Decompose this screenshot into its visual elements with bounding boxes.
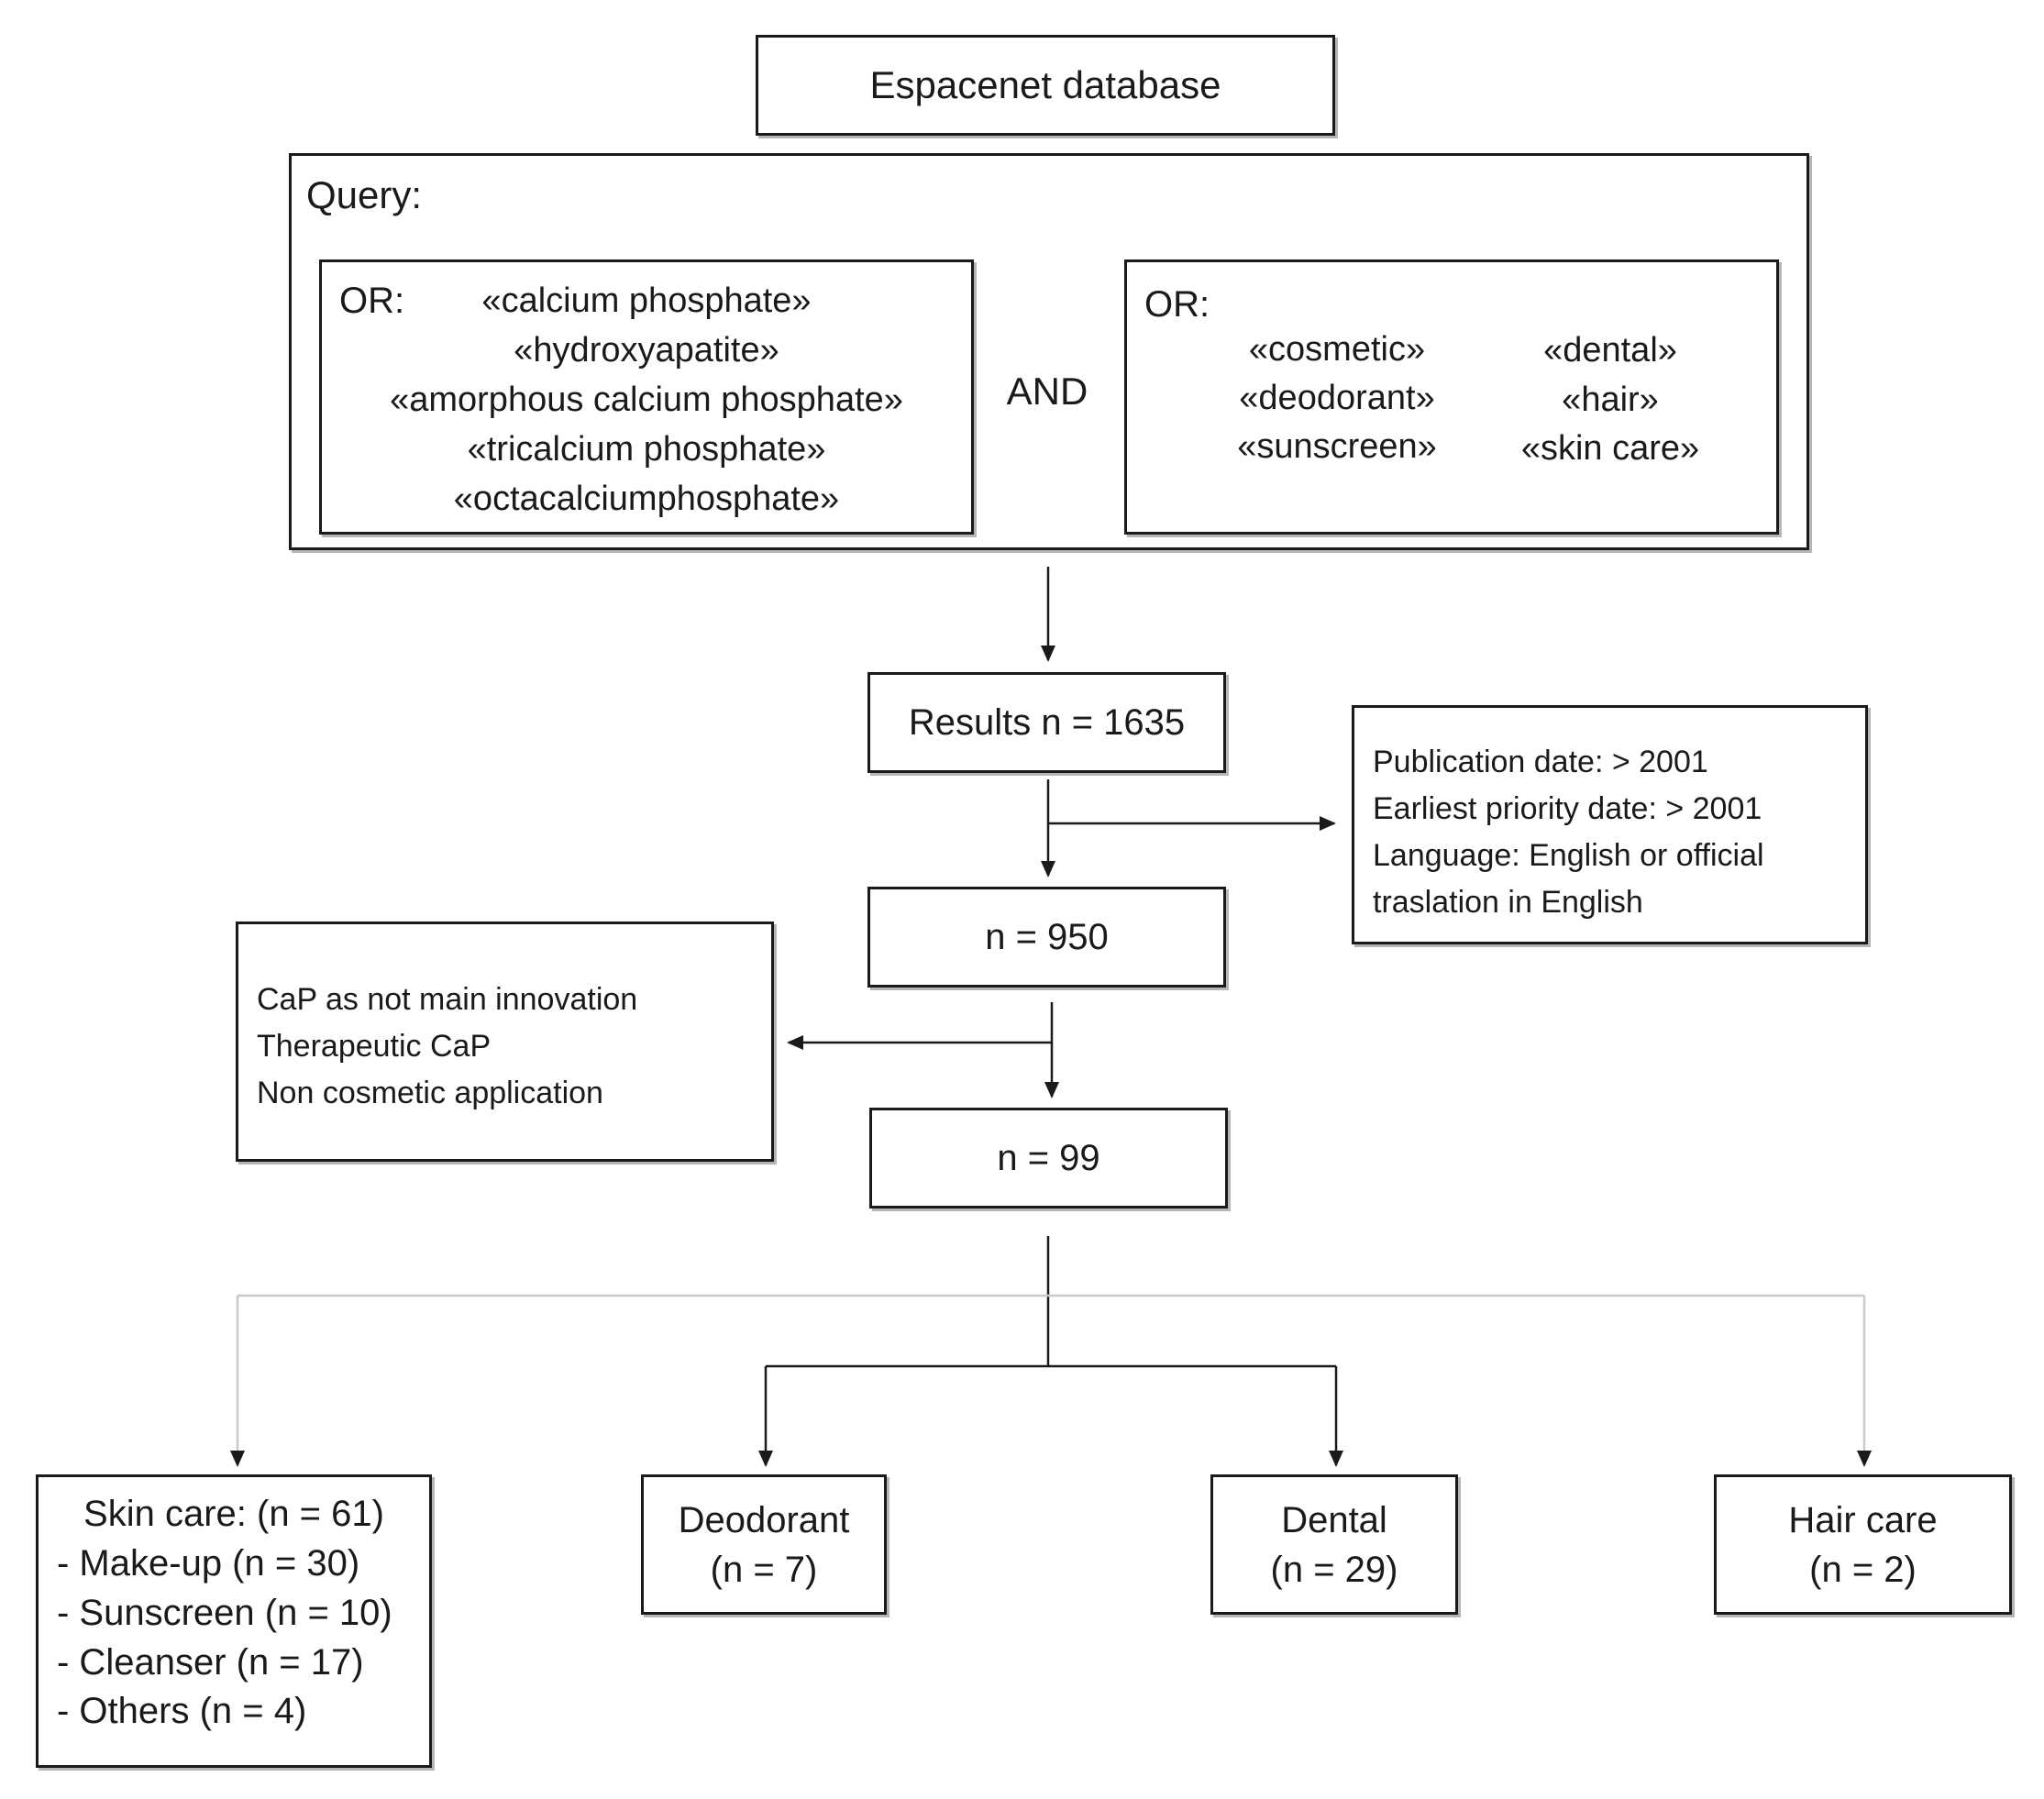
criterion-line: Language: English or official (1373, 838, 1764, 873)
skin-care-title: Skin care: (n = 61) (83, 1494, 384, 1534)
query-left-term: «hydroxyapatite» (514, 331, 779, 370)
skin-care-subitem: - Others (n = 4) (57, 1691, 307, 1731)
exclusion-criteria-box-1: Publication date: > 2001 Earliest priori… (1352, 705, 1868, 944)
criterion-line: Earliest priority date: > 2001 (1373, 791, 1762, 826)
query-left-or-box (319, 259, 974, 535)
criterion-line: traslation in English (1373, 885, 1643, 920)
skin-care-subitem: - Sunscreen (n = 10) (57, 1593, 392, 1633)
step-99-count: n = 99 (997, 1137, 1100, 1178)
exclusion-line: Non cosmetic application (257, 1076, 603, 1110)
query-right-term: «cosmetic» (1248, 330, 1426, 369)
query-left-term: «calcium phosphate» (481, 281, 812, 320)
query-right-term: «hair» (1562, 381, 1659, 419)
step-950-count: n = 950 (985, 916, 1109, 957)
query-right-term: «dental» (1543, 331, 1677, 370)
query-left-term: «octacalciumphosphate» (453, 480, 840, 518)
results-count: Results n = 1635 (908, 701, 1186, 743)
database-box: Espacenet database (756, 35, 1335, 136)
step-950-box: n = 950 (867, 887, 1226, 988)
results-box: Results n = 1635 (867, 672, 1226, 773)
hair-care-count: (n = 2) (1809, 1549, 1917, 1590)
skin-care-subitem: - Cleanser (n = 17) (57, 1642, 364, 1683)
query-right-or-box (1124, 259, 1779, 535)
dental-label: Dental (1281, 1499, 1387, 1540)
query-label: Query: (306, 173, 423, 216)
hair-care-label: Hair care (1788, 1499, 1938, 1540)
exclusion-line: CaP as not main innovation (257, 982, 638, 1017)
query-right-term: «deodorant» (1239, 379, 1435, 417)
step-99-box: n = 99 (869, 1108, 1228, 1209)
query-right-term: «skin care» (1520, 429, 1700, 468)
database-title: Espacenet database (869, 63, 1221, 106)
category-hair-care-box: Hair care (n = 2) (1714, 1474, 2012, 1615)
query-right-term: «sunscreen» (1237, 427, 1437, 466)
deodorant-label: Deodorant (678, 1499, 850, 1540)
exclusion-criteria-box-2: CaP as not main innovation Therapeutic C… (236, 922, 774, 1162)
criterion-line: Publication date: > 2001 (1373, 745, 1708, 779)
skin-care-subitem: - Make-up (n = 30) (57, 1543, 360, 1584)
query-left-term: «tricalcium phosphate» (467, 430, 826, 469)
and-operator: AND (1006, 370, 1088, 413)
category-skin-care-box (36, 1474, 432, 1768)
query-left-term: «amorphous calcium phosphate» (390, 381, 903, 419)
deodorant-count: (n = 7) (710, 1549, 818, 1590)
category-deodorant-box: Deodorant (n = 7) (641, 1474, 887, 1615)
query-left-operator: OR: (339, 281, 405, 321)
exclusion-line: Therapeutic CaP (257, 1029, 492, 1064)
dental-count: (n = 29) (1270, 1549, 1398, 1590)
query-right-operator: OR: (1144, 284, 1210, 325)
category-dental-box: Dental (n = 29) (1210, 1474, 1458, 1615)
